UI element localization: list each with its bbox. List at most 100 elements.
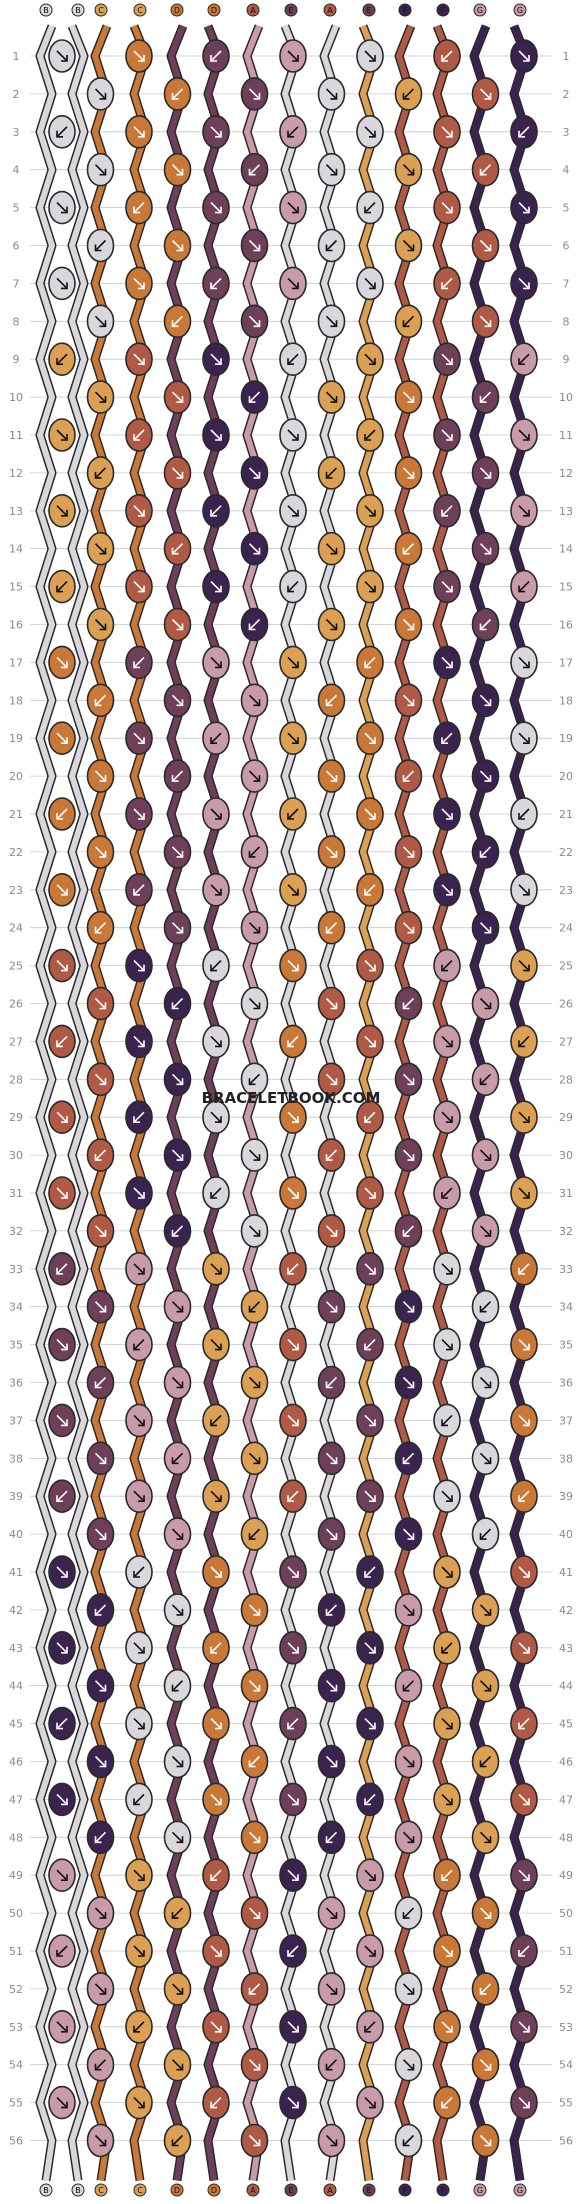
arrow-down-right-icon bbox=[56, 1414, 68, 1427]
string-letter: G bbox=[473, 2183, 487, 2197]
arrow-down-right-icon bbox=[479, 543, 492, 555]
row-number-left: 29 bbox=[9, 1111, 23, 1124]
arrow-down-left-icon bbox=[287, 1035, 299, 1048]
row-number-right: 39 bbox=[559, 1490, 573, 1503]
arrow-down-right-icon bbox=[479, 315, 492, 328]
knot bbox=[394, 986, 423, 1021]
row-number-right: 20 bbox=[559, 770, 573, 783]
arrow-down-right-icon bbox=[518, 1111, 530, 1123]
knot bbox=[471, 1365, 500, 1400]
knot bbox=[125, 1100, 153, 1134]
arrow-down-left-icon bbox=[210, 2097, 222, 2109]
arrow-down-right-icon bbox=[364, 2097, 376, 2109]
knot bbox=[279, 1782, 307, 1817]
knot bbox=[510, 569, 538, 604]
arrow-down-right-icon bbox=[325, 315, 338, 328]
knot bbox=[471, 1668, 500, 1703]
arrow-down-left-icon bbox=[287, 808, 299, 820]
arrow-down-right-icon bbox=[287, 505, 299, 517]
knot bbox=[125, 1479, 153, 1513]
arrow-down-right-icon bbox=[518, 884, 530, 896]
arrow-down-right-icon bbox=[94, 1755, 107, 1768]
row-number-right: 9 bbox=[563, 353, 570, 366]
row-number-right: 13 bbox=[559, 505, 573, 518]
row-number-right: 30 bbox=[559, 1149, 573, 1162]
knot bbox=[202, 1934, 230, 1968]
arrow-down-left-icon bbox=[364, 1339, 376, 1351]
knot bbox=[48, 872, 76, 907]
arrow-down-right-icon bbox=[56, 505, 68, 517]
arrow-down-right-icon bbox=[402, 1149, 415, 1161]
string-letter: B bbox=[71, 2183, 85, 2197]
knot bbox=[202, 2010, 230, 2044]
arrow-down-left-icon bbox=[210, 1414, 222, 1427]
knot bbox=[279, 1631, 307, 1665]
arrow-down-right-icon bbox=[94, 770, 107, 782]
knot bbox=[125, 1706, 153, 1741]
arrow-down-right-icon bbox=[171, 164, 184, 176]
arrow-down-right-icon bbox=[479, 1149, 492, 1161]
row-number-right: 54 bbox=[559, 2059, 573, 2072]
arrow-down-right-icon bbox=[287, 1339, 299, 1351]
knot bbox=[86, 759, 115, 793]
knot bbox=[510, 1176, 538, 1210]
knot bbox=[240, 531, 269, 566]
knot bbox=[125, 1934, 153, 1968]
arrow-down-left-icon bbox=[171, 1452, 184, 1465]
row-number-right: 50 bbox=[559, 1907, 573, 1920]
arrow-down-right-icon bbox=[402, 1604, 415, 1616]
knot bbox=[163, 1289, 192, 1324]
arrow-down-right-icon bbox=[479, 88, 492, 100]
arrow-down-left-icon bbox=[402, 770, 415, 782]
arrow-down-right-icon bbox=[364, 1945, 376, 1957]
knot bbox=[510, 2010, 538, 2044]
knot bbox=[125, 645, 153, 680]
knot bbox=[86, 1138, 115, 1172]
arrow-down-left-icon bbox=[94, 1604, 107, 1616]
arrow-down-left-icon bbox=[133, 202, 145, 214]
arrow-down-right-icon bbox=[287, 277, 299, 290]
string-path bbox=[37, 24, 55, 2181]
arrow-down-left-icon bbox=[518, 1263, 530, 1275]
arrow-down-right-icon bbox=[287, 960, 299, 972]
arrow-down-right-icon bbox=[248, 239, 261, 252]
knot bbox=[125, 569, 153, 604]
knot bbox=[356, 2010, 384, 2044]
arrow-down-left-icon bbox=[210, 960, 222, 972]
arrow-down-right-icon bbox=[441, 808, 453, 820]
arrow-down-right-icon bbox=[248, 1149, 261, 1161]
arrow-down-right-icon bbox=[94, 1452, 107, 1465]
knot bbox=[86, 1441, 115, 1476]
arrow-down-right-icon bbox=[94, 88, 107, 100]
arrow-down-right-icon bbox=[171, 467, 184, 479]
arrow-down-right-icon bbox=[210, 1945, 222, 1957]
svg-text:D: D bbox=[174, 2186, 180, 2195]
arrow-down-right-icon bbox=[248, 770, 261, 782]
knot bbox=[317, 1138, 346, 1172]
arrow-down-right-icon bbox=[479, 239, 492, 252]
knot bbox=[510, 1858, 538, 1892]
string-path bbox=[396, 24, 414, 2181]
arrow-down-right-icon bbox=[402, 164, 415, 176]
knot bbox=[394, 228, 423, 263]
string-letter: F bbox=[436, 3, 450, 17]
knot bbox=[356, 1782, 384, 1817]
knot bbox=[279, 1327, 307, 1362]
knot bbox=[125, 266, 153, 301]
row-number-right: 8 bbox=[563, 315, 570, 328]
arrow-down-left-icon bbox=[248, 1755, 261, 1768]
knot bbox=[510, 1252, 538, 1286]
arrow-down-left-icon bbox=[479, 1073, 492, 1086]
arrow-down-right-icon bbox=[287, 50, 299, 62]
row-number-left: 51 bbox=[9, 1945, 23, 1958]
arrow-down-right-icon bbox=[248, 1604, 261, 1616]
string-letter: F bbox=[398, 2183, 412, 2197]
arrow-down-left-icon bbox=[402, 315, 415, 328]
arrow-down-left-icon bbox=[402, 88, 415, 100]
string-letter: D bbox=[207, 3, 221, 17]
arrow-down-right-icon bbox=[56, 1793, 68, 1806]
row-number-right: 10 bbox=[559, 391, 573, 404]
knot bbox=[433, 1555, 461, 1589]
knot bbox=[317, 531, 346, 566]
